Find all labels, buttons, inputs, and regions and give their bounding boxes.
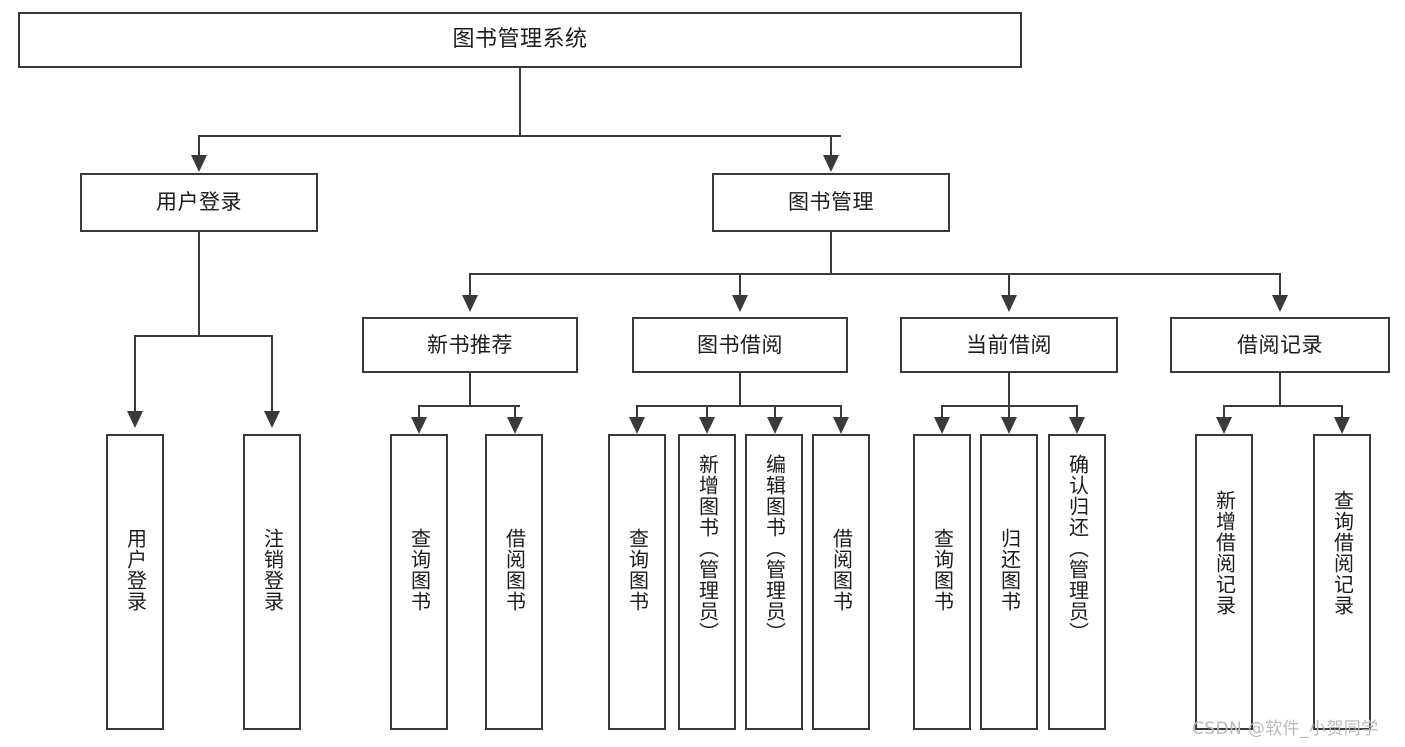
node-label: 用户登录: [156, 190, 242, 215]
arrow-group-1-2: [767, 417, 783, 434]
node-label: 借阅图书: [829, 528, 854, 612]
node-label: 查询图书: [930, 528, 955, 612]
arrow-login-0: [127, 411, 143, 428]
edge-books-stem: [830, 232, 832, 274]
edge-root-drop-0: [198, 135, 200, 155]
arrow-books-0: [462, 295, 478, 312]
node-leaf-10: 确认归还（管理员）: [1048, 434, 1106, 730]
edge-login-stem: [198, 232, 200, 336]
edge-books-bar: [469, 273, 1280, 275]
node-label: 借阅记录: [1237, 332, 1323, 357]
node-label: 新增借阅记录: [1212, 490, 1237, 616]
edge-group-drop-0-0: [418, 405, 420, 417]
arrow-root-1: [823, 155, 839, 172]
node-level3-2: 当前借阅: [900, 317, 1118, 373]
node-label: 图书管理: [788, 190, 874, 215]
arrow-group-0-1: [507, 417, 523, 434]
edge-login-drop-1: [271, 335, 273, 411]
edge-group-stem-3: [1279, 373, 1281, 405]
node-leaf-4: 查询图书: [608, 434, 666, 730]
node-label: 当前借阅: [966, 332, 1052, 357]
edge-group-stem-1: [739, 373, 741, 405]
arrow-group-2-1: [1001, 417, 1017, 434]
node-label: 归还图书: [997, 528, 1022, 612]
arrow-books-1: [732, 295, 748, 312]
node-leaf-9: 归还图书: [980, 434, 1038, 730]
arrow-books-3: [1272, 295, 1288, 312]
node-label: 借阅图书: [502, 528, 527, 612]
edge-group-drop-2-2: [1076, 405, 1078, 417]
edge-group-drop-1-0: [636, 405, 638, 417]
edge-group-bar-3: [1223, 405, 1341, 407]
node-label: 查询图书: [407, 528, 432, 612]
arrow-group-1-3: [833, 417, 849, 434]
node-level3-0: 新书推荐: [362, 317, 578, 373]
edge-books-drop-0: [469, 273, 471, 295]
edge-group-drop-1-3: [840, 405, 842, 417]
node-label: 确认归还（管理员）: [1065, 454, 1090, 643]
edge-group-drop-3-0: [1223, 405, 1225, 417]
edge-root-bar: [198, 135, 841, 137]
arrow-group-1-1: [699, 417, 715, 434]
edge-group-drop-2-0: [941, 405, 943, 417]
node-label: 图书管理系统: [452, 27, 588, 53]
node-label: 查询借阅记录: [1330, 490, 1355, 616]
arrow-group-1-0: [629, 417, 645, 434]
arrow-group-2-0: [934, 417, 950, 434]
node-leaf-0: 用户登录: [106, 434, 164, 730]
node-level3-3: 借阅记录: [1170, 317, 1390, 373]
edge-group-drop-0-1: [514, 405, 516, 417]
edge-login-drop-0: [134, 335, 136, 411]
edge-group-drop-1-1: [706, 405, 708, 417]
node-label: 新增图书（管理员）: [695, 454, 720, 643]
edge-books-drop-1: [739, 273, 741, 295]
node-label: 新书推荐: [427, 332, 513, 357]
edge-root-drop-1: [830, 135, 832, 155]
node-leaf-2: 查询图书: [390, 434, 448, 730]
edge-group-drop-1-2: [774, 405, 776, 417]
edge-group-bar-2: [941, 405, 1077, 407]
edge-group-bar-1: [636, 405, 841, 407]
arrow-group-0-0: [411, 417, 427, 434]
edge-group-drop-2-1: [1008, 405, 1010, 417]
arrow-group-2-2: [1069, 417, 1085, 434]
node-label: 编辑图书（管理员）: [762, 454, 787, 643]
node-leaf-11: 新增借阅记录: [1195, 434, 1253, 730]
edge-group-bar-0: [418, 405, 520, 407]
node-root: 图书管理系统: [18, 12, 1022, 68]
arrow-books-2: [1001, 295, 1017, 312]
node-leaf-6: 编辑图书（管理员）: [745, 434, 803, 730]
node-label: 用户登录: [123, 528, 148, 612]
node-label: 查询图书: [625, 528, 650, 612]
edge-group-stem-2: [1008, 373, 1010, 405]
node-label: 图书借阅: [697, 332, 783, 357]
node-leaf-1: 注销登录: [243, 434, 301, 730]
arrow-group-3-1: [1334, 417, 1350, 434]
node-level2-0: 用户登录: [80, 173, 318, 232]
node-level3-1: 图书借阅: [632, 317, 848, 373]
node-leaf-12: 查询借阅记录: [1313, 434, 1371, 730]
edge-login-bar: [134, 335, 271, 337]
node-level2-1: 图书管理: [712, 173, 950, 232]
arrow-group-3-0: [1216, 417, 1232, 434]
edge-books-drop-2: [1008, 273, 1010, 295]
edge-group-stem-0: [469, 373, 471, 405]
node-leaf-8: 查询图书: [913, 434, 971, 730]
node-leaf-5: 新增图书（管理员）: [678, 434, 736, 730]
node-leaf-7: 借阅图书: [812, 434, 870, 730]
node-leaf-3: 借阅图书: [485, 434, 543, 730]
arrow-login-1: [264, 411, 280, 428]
edge-group-drop-3-1: [1341, 405, 1343, 417]
edge-books-drop-3: [1279, 273, 1281, 295]
edge-root-stem: [519, 68, 521, 136]
node-label: 注销登录: [260, 528, 285, 612]
arrow-root-0: [191, 155, 207, 172]
csdn-watermark: CSDN @软件_小贺同学: [1192, 719, 1379, 739]
